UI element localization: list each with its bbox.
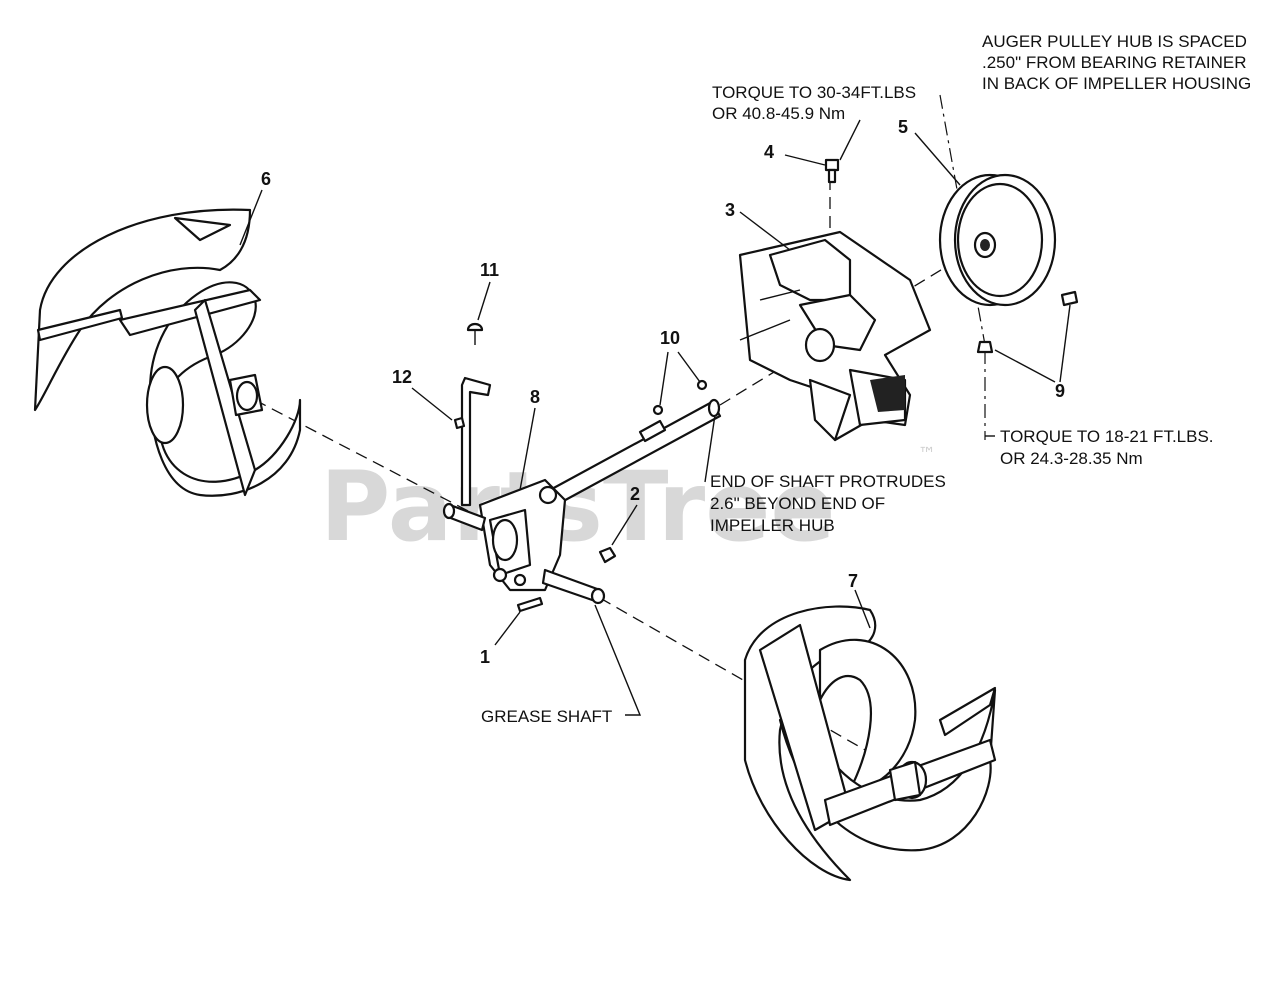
note-shaft-protrudes: END OF SHAFT PROTRUDES 2.6" BEYOND END O… [710, 472, 946, 535]
note-torque-nut: TORQUE TO 18-21 FT.LBS. OR 24.3-28.35 Nm [1000, 427, 1214, 468]
callout-3: 3 [725, 200, 735, 220]
note-torque-bolt-line1: TORQUE TO 30-34FT.LBS [712, 83, 916, 102]
impeller-housing [738, 230, 932, 442]
callout-2: 2 [630, 484, 640, 504]
callout-4: 4 [764, 142, 774, 162]
callout-8: 8 [530, 387, 540, 407]
callout-5: 5 [898, 117, 908, 137]
callout-12: 12 [392, 367, 412, 387]
nuts-10 [652, 379, 708, 416]
grease-fitting-lever [453, 322, 492, 507]
note-shaft-protrudes-line3: IMPELLER HUB [710, 516, 835, 535]
note-torque-bolt: TORQUE TO 30-34FT.LBS OR 40.8-45.9 Nm [712, 83, 916, 123]
nut-2 [598, 546, 617, 564]
bolt-4 [824, 158, 840, 184]
note-torque-bolt-line2: OR 40.8-45.9 Nm [712, 104, 845, 123]
watermark-tm: ™ [918, 444, 936, 465]
note-pulley-hub-line1: AUGER PULLEY HUB IS SPACED [982, 32, 1247, 51]
callout-7: 7 [848, 571, 858, 591]
callout-6: 6 [261, 169, 271, 189]
note-pulley-hub: AUGER PULLEY HUB IS SPACED .250" FROM BE… [982, 32, 1251, 93]
centerline-left-auger [254, 399, 471, 513]
note-torque-nut-line2: OR 24.3-28.35 Nm [1000, 449, 1143, 468]
note-shaft-protrudes-line2: 2.6" BEYOND END OF [710, 494, 885, 513]
callout-9: 9 [1055, 381, 1065, 401]
note-torque-nut-line1: TORQUE TO 18-21 FT.LBS. [1000, 427, 1214, 446]
callout-10: 10 [660, 328, 680, 348]
nut-9 [976, 290, 1079, 354]
right-auger [743, 605, 997, 882]
note-grease-shaft: GREASE SHAFT [481, 707, 612, 726]
bolt-1 [516, 596, 544, 613]
watermark-text: PartsTree [320, 451, 835, 563]
callout-1: 1 [480, 647, 490, 667]
leader-lines [239, 119, 1071, 716]
auger-pulley [938, 173, 1057, 307]
left-auger [33, 208, 302, 497]
callout-11: 11 [480, 260, 499, 280]
gearbox [442, 478, 606, 605]
note-shaft-protrudes-line1: END OF SHAFT PROTRUDES [710, 472, 946, 491]
note-pulley-hub-line2: .250" FROM BEARING RETAINER [982, 53, 1247, 72]
note-pulley-hub-line3: IN BACK OF IMPELLER HOUSING [982, 74, 1251, 93]
